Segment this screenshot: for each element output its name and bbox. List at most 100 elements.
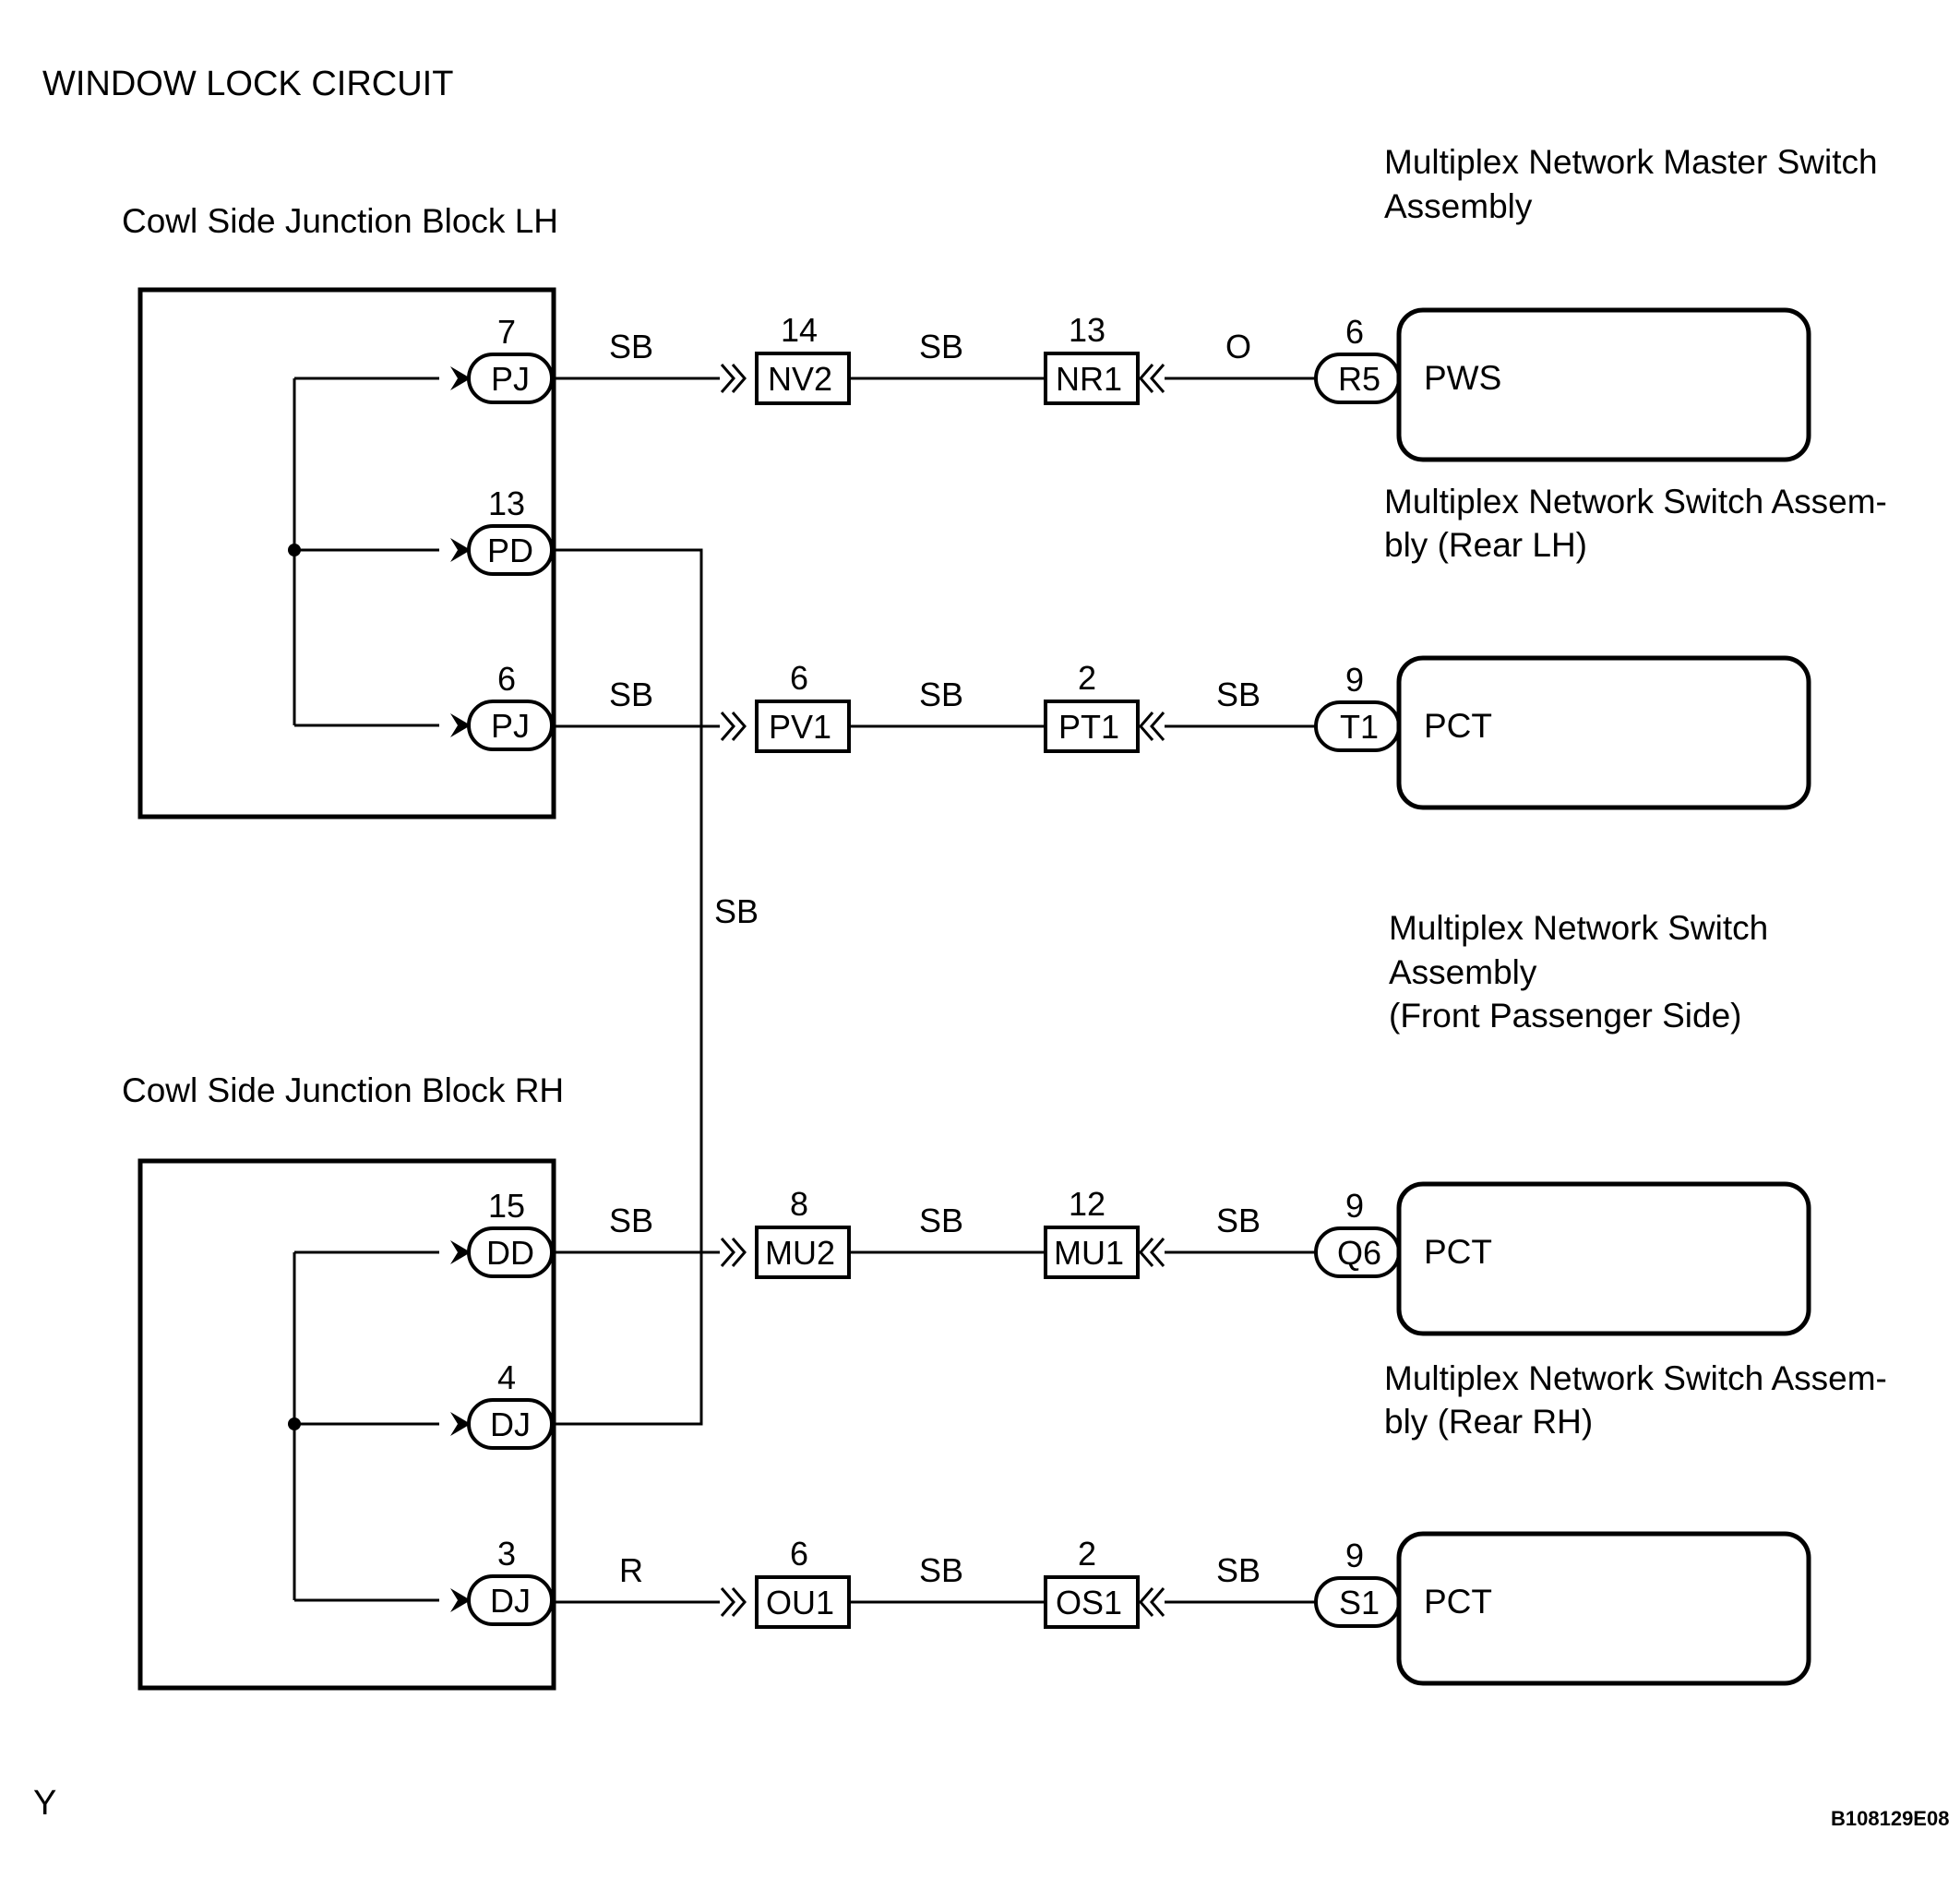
pin-connector [467, 1398, 554, 1450]
wire-color-label: SB [1216, 676, 1261, 713]
connector-pin-number: 6 [790, 1535, 808, 1573]
connector-chevron-icon [720, 1238, 747, 1267]
corner-mark: Y [33, 1784, 56, 1823]
wire-color-label: SB [919, 1202, 963, 1239]
connector-code: PT1 [1058, 708, 1119, 746]
pin-number: 3 [497, 1535, 516, 1573]
terminal-name: PCT [1424, 1583, 1492, 1621]
wire-color-label: SB [919, 1551, 963, 1589]
splice-point [288, 544, 301, 556]
junction-block-rh-label: Cowl Side Junction Block RH [122, 1071, 564, 1109]
pin-code: DD [486, 1234, 534, 1272]
crossover-wire [552, 548, 703, 1426]
junction-pin: DJ 4 [450, 1358, 554, 1450]
wire-color-label: SB [1216, 1551, 1261, 1589]
diagram-title: WINDOW LOCK CIRCUIT [42, 65, 453, 103]
pin-arrow-icon [450, 538, 471, 562]
pin-arrow-icon [450, 366, 471, 390]
connector-code: T1 [1340, 708, 1379, 746]
pin-code: DJ [490, 1406, 531, 1443]
splice-point [288, 1418, 301, 1430]
pin-arrow-icon [450, 1588, 471, 1612]
inline-connector [755, 1226, 851, 1279]
pin-connector [467, 524, 554, 576]
inline-connector [1044, 352, 1140, 405]
connector-code: NR1 [1056, 360, 1122, 398]
junction-pin: PD 13 [450, 484, 554, 576]
junction-pin: DD 15 [450, 1187, 554, 1278]
wire-color-label: SB [919, 676, 963, 713]
wire-color-label: SB [609, 1202, 653, 1239]
connector-code: OS1 [1056, 1584, 1122, 1621]
connector-pin-number: 9 [1345, 661, 1364, 699]
connector-code: NV2 [768, 360, 832, 398]
connector-code: R5 [1338, 360, 1380, 398]
crossover-wire-color: SB [714, 892, 759, 930]
connector-code: S1 [1339, 1584, 1380, 1621]
pin-arrow-icon [450, 1412, 471, 1436]
connector-chevron-icon [720, 364, 747, 393]
inline-connector [1044, 1575, 1140, 1629]
pin-number: 6 [497, 660, 516, 698]
component-box [1396, 1531, 1811, 1686]
junction-block-rh-bus [288, 1250, 439, 1602]
pin-number: 4 [497, 1358, 516, 1396]
figure-code: B108129E08 [1831, 1807, 1949, 1830]
connector-chevron-icon [720, 1587, 747, 1617]
component-label-rear-lh: Multiplex Network Switch Assem- bly (Rea… [1384, 483, 1896, 564]
component-box [1396, 655, 1811, 810]
wire-color-label: SB [1216, 1202, 1261, 1239]
wire-color-label: SB [609, 328, 653, 365]
inline-connector [755, 1575, 851, 1629]
junction-pin: PJ 7 [450, 313, 554, 404]
junction-pin: PJ 6 [450, 660, 554, 751]
connector-pin-number: 9 [1345, 1537, 1364, 1574]
connector-pin-number: 14 [781, 311, 818, 349]
connector-pin-number: 2 [1078, 1535, 1096, 1573]
connector-chevron-icon [1139, 712, 1165, 741]
junction-pin: DJ 3 [450, 1535, 554, 1626]
terminal-name: PCT [1424, 1233, 1492, 1271]
junction-block-lh [137, 287, 556, 819]
junction-block-lh-label: Cowl Side Junction Block LH [122, 202, 558, 240]
connector-pin-number: 9 [1345, 1187, 1364, 1225]
component-label-rear-rh: Multiplex Network Switch Assem- bly (Rea… [1384, 1359, 1896, 1441]
connector-chevron-icon [1139, 364, 1165, 393]
inline-connector [1044, 700, 1140, 753]
connector-chevron-icon [1139, 1587, 1165, 1617]
connector-pin-number: 2 [1078, 659, 1096, 697]
connector-chevron-icon [720, 712, 747, 741]
inline-connector [1044, 1226, 1140, 1279]
wire-color-label: SB [609, 676, 653, 713]
connector-code: MU2 [765, 1234, 835, 1272]
component-label-front-passenger: Multiplex Network Switch Assembly (Front… [1389, 909, 1778, 1035]
pin-code: PJ [491, 360, 530, 398]
terminal-name: PCT [1424, 707, 1492, 745]
pin-code: PD [487, 532, 533, 569]
pin-code: PJ [491, 707, 530, 745]
component-label-master-switch: Multiplex Network Master Switch Assembly [1384, 143, 1887, 225]
connector-code: Q6 [1337, 1234, 1381, 1272]
inline-connector [755, 352, 851, 405]
wire-color-label: R [619, 1551, 643, 1589]
pin-arrow-icon [450, 1240, 471, 1264]
pin-number: 7 [497, 313, 516, 351]
connector-code: OU1 [766, 1584, 834, 1621]
inline-connector [755, 700, 851, 753]
pin-code: DJ [490, 1582, 531, 1620]
pin-arrow-icon [450, 713, 471, 737]
pin-number: 13 [488, 484, 525, 522]
terminal-name: PWS [1424, 359, 1501, 397]
wire-color-label: SB [919, 328, 963, 365]
component-box [1396, 1181, 1811, 1336]
connector-pin-number: 8 [790, 1185, 808, 1223]
pin-number: 15 [488, 1187, 525, 1225]
connector-pin-number: 6 [790, 659, 808, 697]
